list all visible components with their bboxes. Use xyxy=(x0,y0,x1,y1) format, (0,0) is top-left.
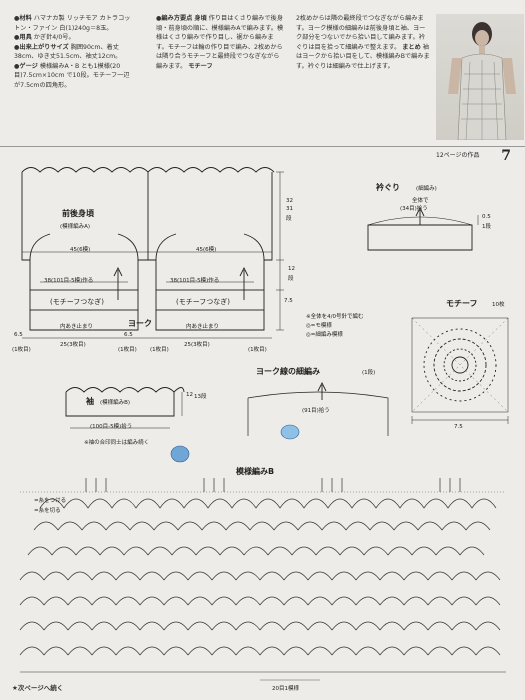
neck-note: 全体で xyxy=(412,198,429,204)
yoke-edge-title: ヨーク線の細編み xyxy=(256,367,320,376)
gauge-text: 模様編みA・B とも1模様(20目)7.5cm×10cm で10段。モチーフ一辺… xyxy=(14,62,130,89)
method-text: 作り目はくさり編みで後身頃・前身頃の順に、模様編みAで編みます。模様はくさり編み… xyxy=(156,15,284,70)
yoke-edge-sub: (1段) xyxy=(362,370,376,376)
neck-title: 衿ぐり xyxy=(376,183,400,192)
yoke-side: 7.5 xyxy=(284,298,293,304)
bottom-right-sub-2: (1枚目) xyxy=(248,347,267,353)
neck-count: (34目)拾う xyxy=(400,206,428,212)
size-text: 胸囲90cm、着丈38cm、ゆき丈51.5cm、袖丈12cm。 xyxy=(14,43,122,61)
body-title: 前後身頃 xyxy=(62,209,94,218)
sleeve-height-b: 13段 xyxy=(194,394,207,400)
sleeve-pattern: (模様編みB) xyxy=(100,400,131,406)
neck-title-sub: (細編み) xyxy=(416,186,437,192)
finish-column: 2枚めからは隣の最終段でつなぎながら編みます。ヨーク模様の細編みは前後身頃と袖、… xyxy=(296,14,430,71)
yoke-height-a: 12 xyxy=(288,266,295,272)
body-width-left: 45(6模) xyxy=(70,247,91,253)
material-text: ハマナカ製 リッチモア カトラコットン・ファイン 白(1)240g＝8玉。 xyxy=(14,15,131,32)
yoke-edge-count: (91目)拾う xyxy=(302,408,330,414)
yoke-width-left: 38(101目-5模)作る xyxy=(44,278,94,284)
bottom-left-sub-2: (1枚目) xyxy=(150,347,169,353)
body-height-c: 段 xyxy=(286,216,292,222)
header-divider xyxy=(0,146,525,147)
chart-b-title: 模様編みB xyxy=(236,467,275,476)
chart-b-legend-a: =糸をつける xyxy=(34,498,67,504)
bottom-left-sub: (1枚目) xyxy=(12,347,31,353)
sleeve-title: 袖 xyxy=(86,397,94,406)
body-pattern: (模様編みA) xyxy=(60,224,91,230)
method-label: ●編み方要点 xyxy=(156,15,193,22)
model-photo xyxy=(436,14,524,140)
bottom-left: 6.5 xyxy=(14,332,23,338)
body-height-a: 32 xyxy=(286,198,293,204)
finish-text: 袖はヨークから拾い目をして、模様編みBで編みます。衿ぐりは細編みで仕上げます。 xyxy=(296,43,430,70)
bottom-mid2: 25(3枚目) xyxy=(184,342,210,348)
sleeve-count: (100目-5模)拾う xyxy=(90,424,133,430)
start-note-left: 内あき止まり xyxy=(60,324,94,330)
needle-text: かぎ針4/0号。 xyxy=(33,34,75,41)
materials-column: ●材料 ハマナカ製 リッチモア カトラコットン・ファイン 白(1)240g＝8玉… xyxy=(14,14,134,90)
size-label: ●出来上がりサイズ xyxy=(14,43,69,51)
continue-note: ★次ページへ続く xyxy=(12,684,64,692)
yoke-width-right: 38(101目-5模)作る xyxy=(170,278,220,284)
material-label: ●材料 xyxy=(14,15,32,22)
bottom-mid: 25(3枚目) xyxy=(60,342,86,348)
motif-title: モチーフ xyxy=(446,299,478,308)
motif-join-left: (モチーフつなぎ) xyxy=(50,298,105,306)
yoke-height-b: 段 xyxy=(288,276,294,282)
finish-intro: 2枚めからは隣の最終段でつなぎながら編みます。ヨーク模様の細編みは前後身頃と袖、… xyxy=(296,15,426,51)
page-note: 12ページの作品 xyxy=(436,152,480,159)
body-height-b: 31 xyxy=(286,206,293,212)
gauge-label: ●ゲージ xyxy=(14,62,38,70)
motif-size: 7.5 xyxy=(454,424,463,430)
motif-head: モチーフ xyxy=(188,62,213,70)
sleeve-note: ※袖の合印同士は編み続く xyxy=(84,440,150,446)
model-silhouette xyxy=(448,22,516,140)
finish-head: まとめ xyxy=(402,43,421,51)
yoke-label: ヨーク xyxy=(128,319,152,328)
bottom-right: 6.5 xyxy=(124,332,133,338)
chart-b-repeat: 20目1模様 xyxy=(272,686,299,692)
legend-note-1: ※全体を4/0号針で編む xyxy=(306,314,364,320)
legend-note-3: ◎=細編み模様 xyxy=(306,332,343,338)
needle-label: ●用具 xyxy=(14,34,32,41)
chart-b-legend-b: =糸を切る xyxy=(34,508,61,514)
neck-side-height: 0.5 xyxy=(482,214,491,220)
bottom-right-sub: (1枚目) xyxy=(118,347,137,353)
legend-note-2: ◎=モ模様 xyxy=(306,323,332,329)
sleeve-height-a: 12 xyxy=(186,392,193,398)
page-number: 7 xyxy=(501,148,511,164)
start-note-right: 内あき止まり xyxy=(186,324,220,330)
motif-count: 10枚 xyxy=(492,302,505,308)
body-width-right: 45(6模) xyxy=(196,247,217,253)
neck-side-rows: 1段 xyxy=(482,224,491,230)
motif-join-right: (モチーフつなぎ) xyxy=(176,298,231,306)
method-column: ●編み方要点 身頃 作り目はくさり編みで後身頃・前身頃の順に、模様編みAで編みま… xyxy=(156,14,284,71)
method-head: 身頃 xyxy=(194,15,207,22)
